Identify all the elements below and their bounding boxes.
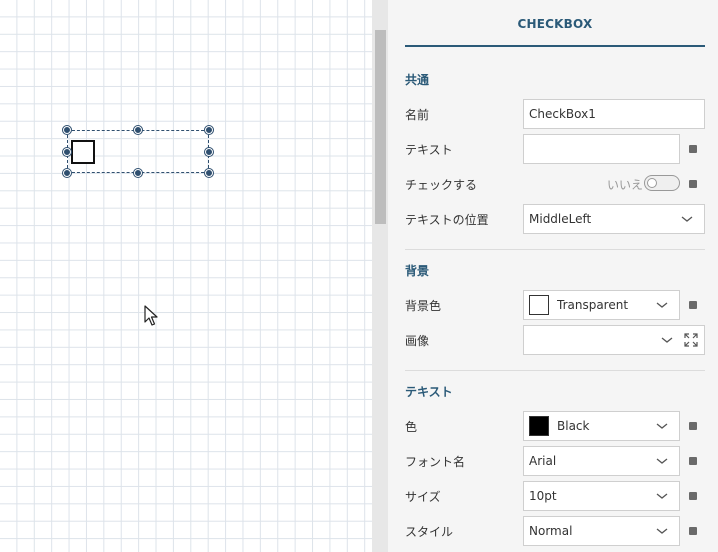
bg-color-binding-button[interactable]: [689, 301, 697, 309]
text-binding-button[interactable]: [689, 145, 697, 153]
image-select[interactable]: [523, 325, 705, 355]
text-position-select[interactable]: MiddleLeft: [523, 204, 705, 234]
chevron-down-icon: [656, 458, 668, 464]
resize-handle-bottom[interactable]: [134, 169, 142, 177]
font-name-binding-button[interactable]: [689, 457, 697, 465]
text-input[interactable]: [523, 134, 680, 164]
name-input[interactable]: CheckBox1: [523, 99, 705, 129]
design-canvas[interactable]: [0, 0, 372, 552]
section-divider: [405, 370, 705, 371]
resize-handle-top-right[interactable]: [205, 126, 213, 134]
color-swatch: [529, 416, 549, 436]
font-name-select[interactable]: Arial: [523, 446, 680, 476]
style-select[interactable]: Normal: [523, 516, 680, 546]
bg-color-swatch: [529, 295, 549, 315]
bg-color-label: 背景色: [405, 299, 442, 313]
resize-handle-bottom-right[interactable]: [205, 169, 213, 177]
color-value: Black: [557, 419, 590, 433]
checked-toggle[interactable]: [644, 175, 680, 191]
name-value: CheckBox1: [529, 107, 596, 121]
mouse-cursor-icon: [144, 305, 158, 326]
font-name-value: Arial: [529, 454, 557, 468]
chevron-down-icon: [656, 493, 668, 499]
resize-handle-top-left[interactable]: [63, 126, 71, 134]
chevron-down-icon: [661, 337, 673, 343]
checked-state-text: いいえ: [607, 178, 644, 192]
section-common-heading: 共通: [405, 73, 430, 87]
font-name-label: フォント名: [405, 455, 466, 469]
size-label: サイズ: [405, 490, 441, 504]
style-label: スタイル: [405, 525, 454, 539]
text-position-value: MiddleLeft: [529, 212, 592, 226]
resize-handle-top[interactable]: [134, 126, 142, 134]
name-label: 名前: [405, 108, 430, 122]
style-binding-button[interactable]: [689, 527, 697, 535]
toggle-knob: [647, 178, 657, 188]
panel-title: CHECKBOX: [517, 17, 593, 31]
chevron-down-icon: [656, 423, 668, 429]
size-value: 10pt: [529, 489, 557, 503]
resize-handle-left[interactable]: [63, 148, 71, 156]
size-select[interactable]: 10pt: [523, 481, 680, 511]
text-label: テキスト: [405, 143, 453, 157]
section-text-heading: テキスト: [405, 385, 453, 399]
scrollbar-thumb[interactable]: [375, 30, 386, 224]
section-background-heading: 背景: [405, 264, 430, 278]
property-panel: CHECKBOX 共通 名前 CheckBox1 テキスト チェックする いいえ…: [388, 0, 718, 552]
text-position-label: テキストの位置: [405, 213, 489, 227]
chevron-down-icon: [656, 528, 668, 534]
color-label: 色: [405, 420, 418, 434]
checkbox-square[interactable]: [71, 140, 95, 164]
checked-binding-button[interactable]: [689, 180, 697, 188]
chevron-down-icon: [681, 216, 693, 222]
image-label: 画像: [405, 334, 430, 348]
resize-handle-bottom-left[interactable]: [63, 169, 71, 177]
bg-color-value: Transparent: [557, 298, 629, 312]
color-binding-button[interactable]: [689, 422, 697, 430]
color-select[interactable]: Black: [523, 411, 680, 441]
expand-icon[interactable]: [684, 333, 698, 347]
chevron-down-icon: [656, 302, 668, 308]
bg-color-select[interactable]: Transparent: [523, 290, 680, 320]
section-divider: [405, 249, 705, 250]
size-binding-button[interactable]: [689, 492, 697, 500]
panel-title-underline: [405, 45, 705, 47]
style-value: Normal: [529, 524, 573, 538]
resize-handle-right[interactable]: [205, 148, 213, 156]
checked-label: チェックする: [405, 178, 478, 192]
